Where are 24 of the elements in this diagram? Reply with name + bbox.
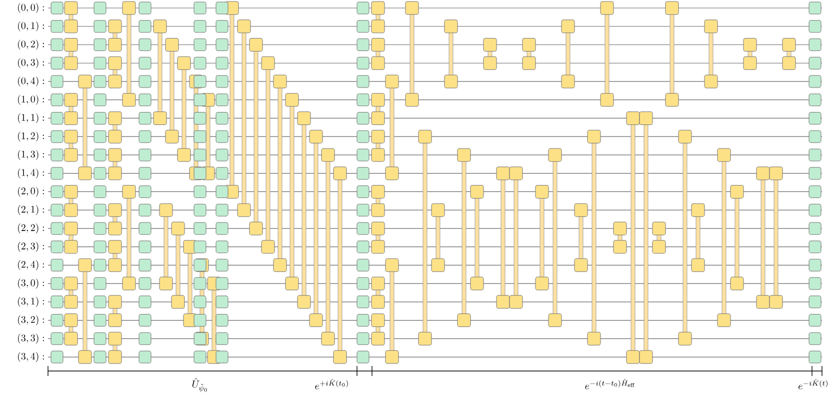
segment-label: $\hat{U}_{\tilde{\psi}_0}$: [192, 378, 207, 392]
wire-label: $(3,0):$: [18, 278, 44, 289]
wire-label: $(1,4):$: [18, 168, 44, 178]
wire-label: $(3,2):$: [18, 315, 44, 326]
segment-label: $e^{-i\hat{K}(t)}$: [798, 378, 828, 390]
wire-label: $(2,4):$: [18, 260, 44, 270]
wire-label: $(0,1):$: [18, 21, 44, 32]
wire-label: $(2,0):$: [18, 186, 44, 197]
wire-label: $(3,3):$: [18, 334, 44, 344]
wire-label: $(2,3):$: [18, 242, 44, 252]
wire-label: $(0,4):$: [18, 76, 44, 86]
segment-label: $e^{-i(t-t_0)\hat{H}_{\mathrm{eff}}}$: [585, 378, 634, 390]
wire-label: $(3,4):$: [18, 352, 44, 362]
wire-label: $(0,2):$: [18, 40, 44, 50]
wire-label: $(2,1):$: [18, 205, 44, 216]
segment-label: $e^{+i\hat{K}(t_0)}$: [315, 378, 348, 390]
wire-label: $(1,1):$: [18, 113, 44, 124]
wire-label: $(1,3):$: [18, 150, 44, 160]
wire-label: $(3,1):$: [18, 296, 44, 307]
wire-label: $(0,0):$: [18, 3, 44, 14]
wire-label: $(1,2):$: [18, 132, 44, 142]
wire-label: $(2,2):$: [18, 223, 44, 234]
wire-label: $(1,0):$: [18, 94, 44, 105]
wire-label: $(0,3):$: [18, 58, 44, 68]
